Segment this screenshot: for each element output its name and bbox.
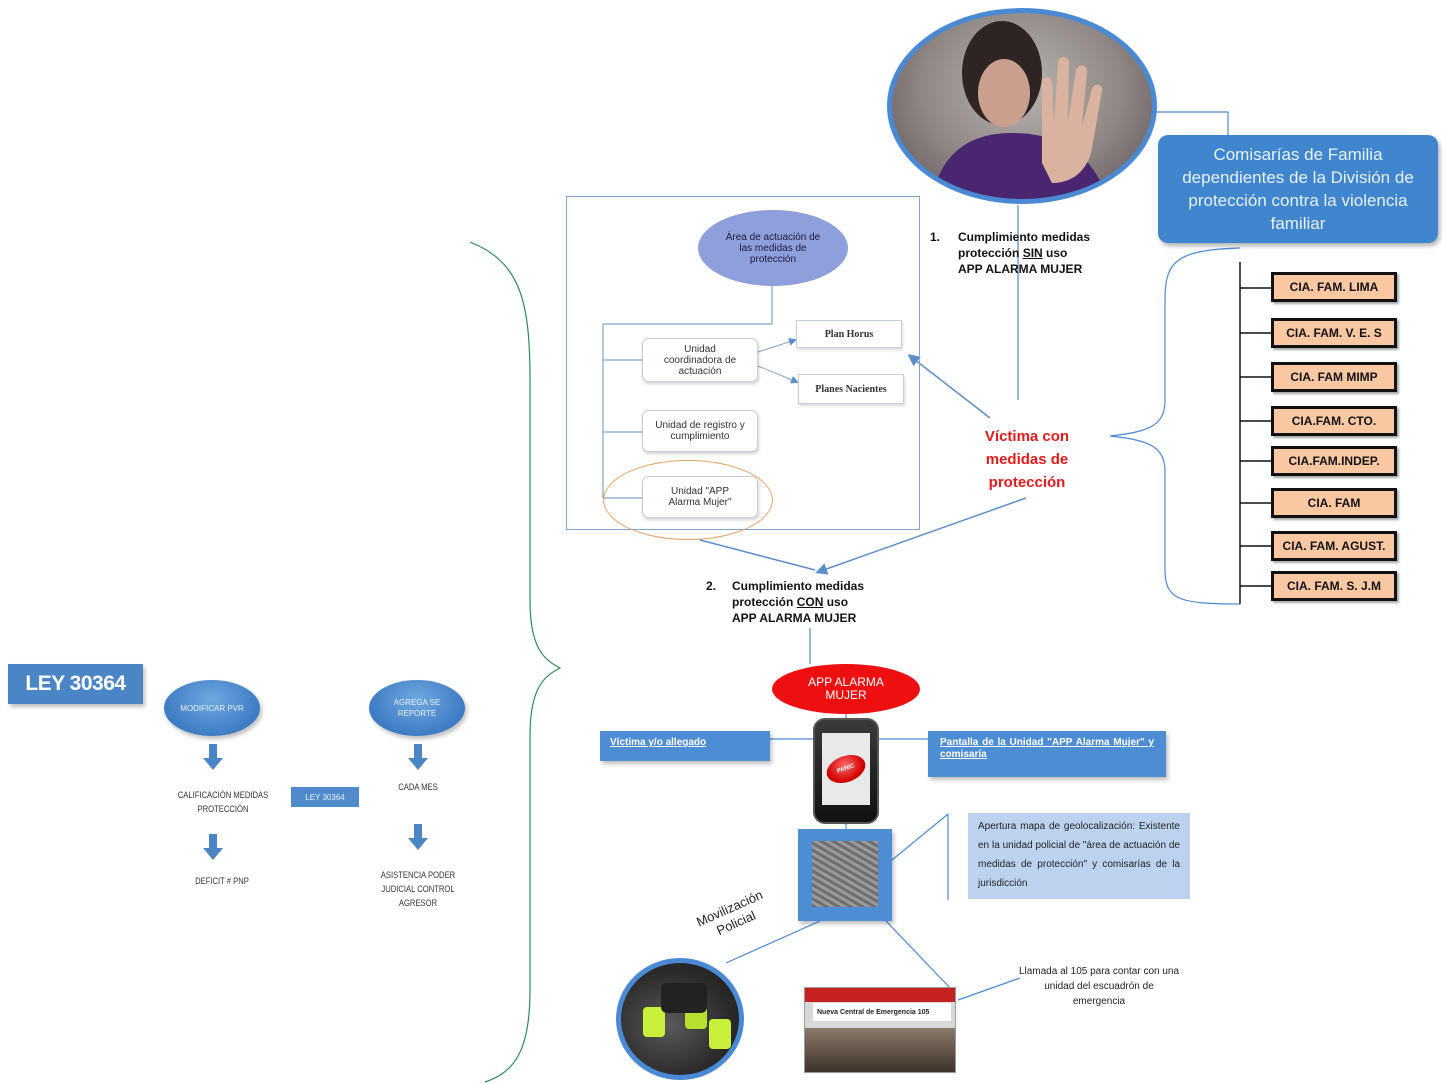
comisarias-title-box: Comisarías de Familia dependientes de la… bbox=[1158, 135, 1438, 243]
cia-item: CIA. FAM MIMP bbox=[1271, 362, 1397, 392]
step-2-heading: Cumplimiento medidas protección CON uso … bbox=[732, 578, 892, 626]
step-1-line2: protección SIN uso bbox=[958, 246, 1068, 260]
police-vest bbox=[709, 1019, 731, 1049]
victima-label: Víctima con medidas de protección bbox=[984, 428, 1070, 491]
down-arrow-icon bbox=[408, 824, 428, 850]
cia-item: CIA. FAM. V. E. S bbox=[1271, 318, 1397, 348]
geolocalizacion-box: Apertura mapa de geolocalización: Existe… bbox=[968, 813, 1190, 899]
cia-item: CIA. FAM. LIMA bbox=[1271, 272, 1397, 302]
banner-top bbox=[805, 988, 955, 1002]
central-105-photo: Nueva Central de Emergencia 105 bbox=[804, 987, 956, 1073]
step-2-line1: Cumplimiento medidas bbox=[732, 579, 865, 593]
cada-mes-text: CADA MES bbox=[398, 782, 438, 792]
victima-allegado-box: Víctima y/o allegado bbox=[600, 731, 770, 761]
step-1-heading: Cumplimiento medidas protección SIN uso … bbox=[958, 229, 1118, 277]
deficit-text: DEFICIT # PNP bbox=[195, 876, 249, 886]
unidad-registro-label: Unidad de registro y cumplimiento bbox=[655, 420, 745, 442]
crowd-image bbox=[805, 1028, 955, 1072]
ley-title-box: LEY 30364 bbox=[8, 664, 143, 704]
police-vehicle bbox=[661, 983, 707, 1013]
step-1-line3: APP ALARMA MUJER bbox=[958, 262, 1083, 276]
calificacion-text: CALIFICACIÓN MEDIDAS PROTECCIÓN bbox=[177, 790, 269, 814]
big-brace bbox=[469, 241, 562, 1083]
step-2-line3: APP ALARMA MUJER bbox=[732, 611, 857, 625]
step-1-number: 1. bbox=[930, 230, 941, 244]
cia-item: CIA.FAM. CTO. bbox=[1271, 406, 1397, 436]
woman-stop-photo bbox=[887, 8, 1157, 204]
agrega-reporte-ellipse: AGREGA SE REPORTE bbox=[369, 680, 465, 736]
down-arrow-icon bbox=[203, 834, 223, 860]
unidad-coordinadora-label: Unidad coordinadora de actuación bbox=[663, 343, 737, 377]
plan-horus-label: Plan Horus bbox=[824, 328, 874, 340]
phone-screen: PANIC bbox=[822, 733, 870, 805]
police-vest bbox=[643, 1007, 665, 1037]
highlight-ring bbox=[603, 460, 773, 540]
app-alarma-label: APP ALARMA MUJER bbox=[808, 675, 884, 702]
app-alarma-ellipse: APP ALARMA MUJER bbox=[772, 664, 920, 714]
area-actuacion-label: Área de actuación de las medidas de prot… bbox=[725, 231, 821, 265]
area-actuacion-node: Área de actuación de las medidas de prot… bbox=[698, 210, 848, 286]
geolocalizacion-text: Apertura mapa de geolocalización: Existe… bbox=[978, 821, 1180, 889]
cia-brace bbox=[1109, 247, 1241, 605]
cia-item: CIA. FAM. AGUST. bbox=[1271, 531, 1397, 561]
woman-stop-illustration bbox=[932, 21, 1107, 199]
unidad-registro-node: Unidad de registro y cumplimiento bbox=[642, 410, 758, 452]
agrega-reporte-label: AGREGA SE REPORTE bbox=[393, 698, 441, 718]
modificar-pvr-ellipse: MODIFICAR PVR bbox=[164, 680, 260, 736]
modificar-pvr-label: MODIFICAR PVR bbox=[180, 703, 244, 713]
pantalla-unidad-label: Pantalla de la Unidad "APP Alarma Mujer"… bbox=[940, 737, 1154, 760]
planes-nacientes-node: Planes Nacientes bbox=[798, 374, 904, 404]
victima-allegado-label: Víctima y/o allegado bbox=[610, 737, 707, 748]
step-2-line2: protección CON uso bbox=[732, 595, 849, 609]
police-photo bbox=[616, 958, 744, 1080]
down-arrow-icon bbox=[203, 744, 223, 770]
cia-item: CIA. FAM. S. J.M bbox=[1271, 571, 1397, 601]
comisarias-title: Comisarías de Familia dependientes de la… bbox=[1182, 145, 1414, 233]
pantalla-unidad-box: Pantalla de la Unidad "APP Alarma Mujer"… bbox=[928, 731, 1166, 777]
llamada-105-text: Llamada al 105 para contar con una unida… bbox=[1018, 966, 1180, 1007]
panic-button-icon: PANIC bbox=[822, 749, 870, 789]
cia-item: CIA.FAM.INDEP. bbox=[1271, 446, 1397, 476]
map-box bbox=[798, 829, 892, 921]
step-2-number: 2. bbox=[706, 579, 717, 593]
asistencia-text: ASISTENCIA PODER JUDICIAL CONTROL AGRESO… bbox=[380, 870, 456, 908]
central-105-banner: Nueva Central de Emergencia 105 bbox=[813, 1003, 951, 1021]
map-image bbox=[812, 841, 878, 907]
smartphone-icon: PANIC bbox=[813, 718, 879, 824]
cia-item: CIA. FAM bbox=[1271, 488, 1397, 518]
step-1-line1: Cumplimiento medidas bbox=[958, 230, 1091, 244]
plan-horus-node: Plan Horus bbox=[796, 320, 902, 348]
down-arrow-icon bbox=[408, 744, 428, 770]
planes-nacientes-label: Planes Nacientes bbox=[815, 383, 887, 395]
unidad-coordinadora-node: Unidad coordinadora de actuación bbox=[642, 338, 758, 382]
ley-small-box: LEY 30364 bbox=[291, 787, 359, 807]
